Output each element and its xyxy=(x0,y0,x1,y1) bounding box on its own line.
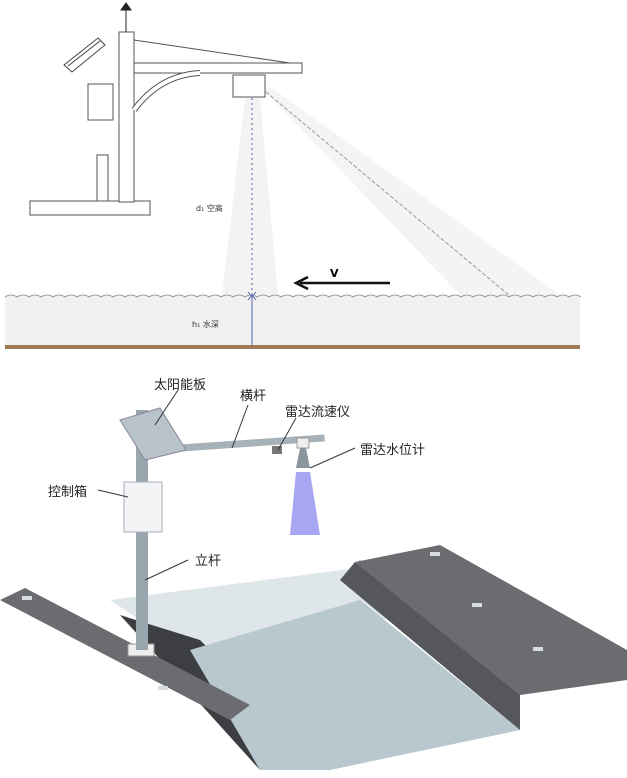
crossbar xyxy=(133,62,303,74)
left-bank xyxy=(0,588,250,720)
radar-flow-meter-3d xyxy=(272,446,282,454)
crossbar-label: 横杆 xyxy=(240,389,266,404)
riverbed xyxy=(5,345,580,349)
vertical-beam xyxy=(222,98,278,295)
solar-panel-3d xyxy=(119,407,187,461)
main-pole xyxy=(118,31,135,203)
water-surface xyxy=(4,294,582,298)
brace xyxy=(131,70,201,112)
control-box-3d xyxy=(123,481,163,533)
water-depth-label: h₁ 水深 xyxy=(192,319,219,329)
radar-flow-meter-label: 雷达流速仪 xyxy=(285,405,350,420)
tension-cable xyxy=(133,39,291,64)
top-schematic: d₁ 空高 h₁ 水深 V xyxy=(4,2,582,349)
solar-panel xyxy=(63,37,106,73)
radar-beam-cone xyxy=(290,472,320,535)
water-body xyxy=(5,295,580,345)
solar-panel-label: 太阳能板 xyxy=(154,378,206,393)
radar-level-meter-3d xyxy=(296,437,310,449)
air-gap-label: d₁ 空高 xyxy=(196,203,223,213)
control-box-label: 控制箱 xyxy=(48,484,87,500)
right-bank xyxy=(355,545,627,695)
battery-box xyxy=(96,154,109,202)
radar-level-meter-label: 雷达水位计 xyxy=(360,443,425,458)
bottom-3d-illustration: 太阳能板 横杆 雷达流速仪 雷达水位计 控制箱 立杆 xyxy=(0,378,627,770)
control-box xyxy=(87,83,114,121)
crossbar-3d xyxy=(144,434,325,454)
lightning-rod-icon xyxy=(120,2,132,32)
base-plate xyxy=(29,200,151,216)
radar-sensor xyxy=(232,74,266,98)
slant-beam-line xyxy=(265,91,511,297)
velocity-label: V xyxy=(330,267,339,280)
channel-bed xyxy=(190,600,520,770)
slanted-beam xyxy=(262,88,560,295)
leader-lines xyxy=(97,389,356,581)
pole-label: 立杆 xyxy=(195,554,221,569)
